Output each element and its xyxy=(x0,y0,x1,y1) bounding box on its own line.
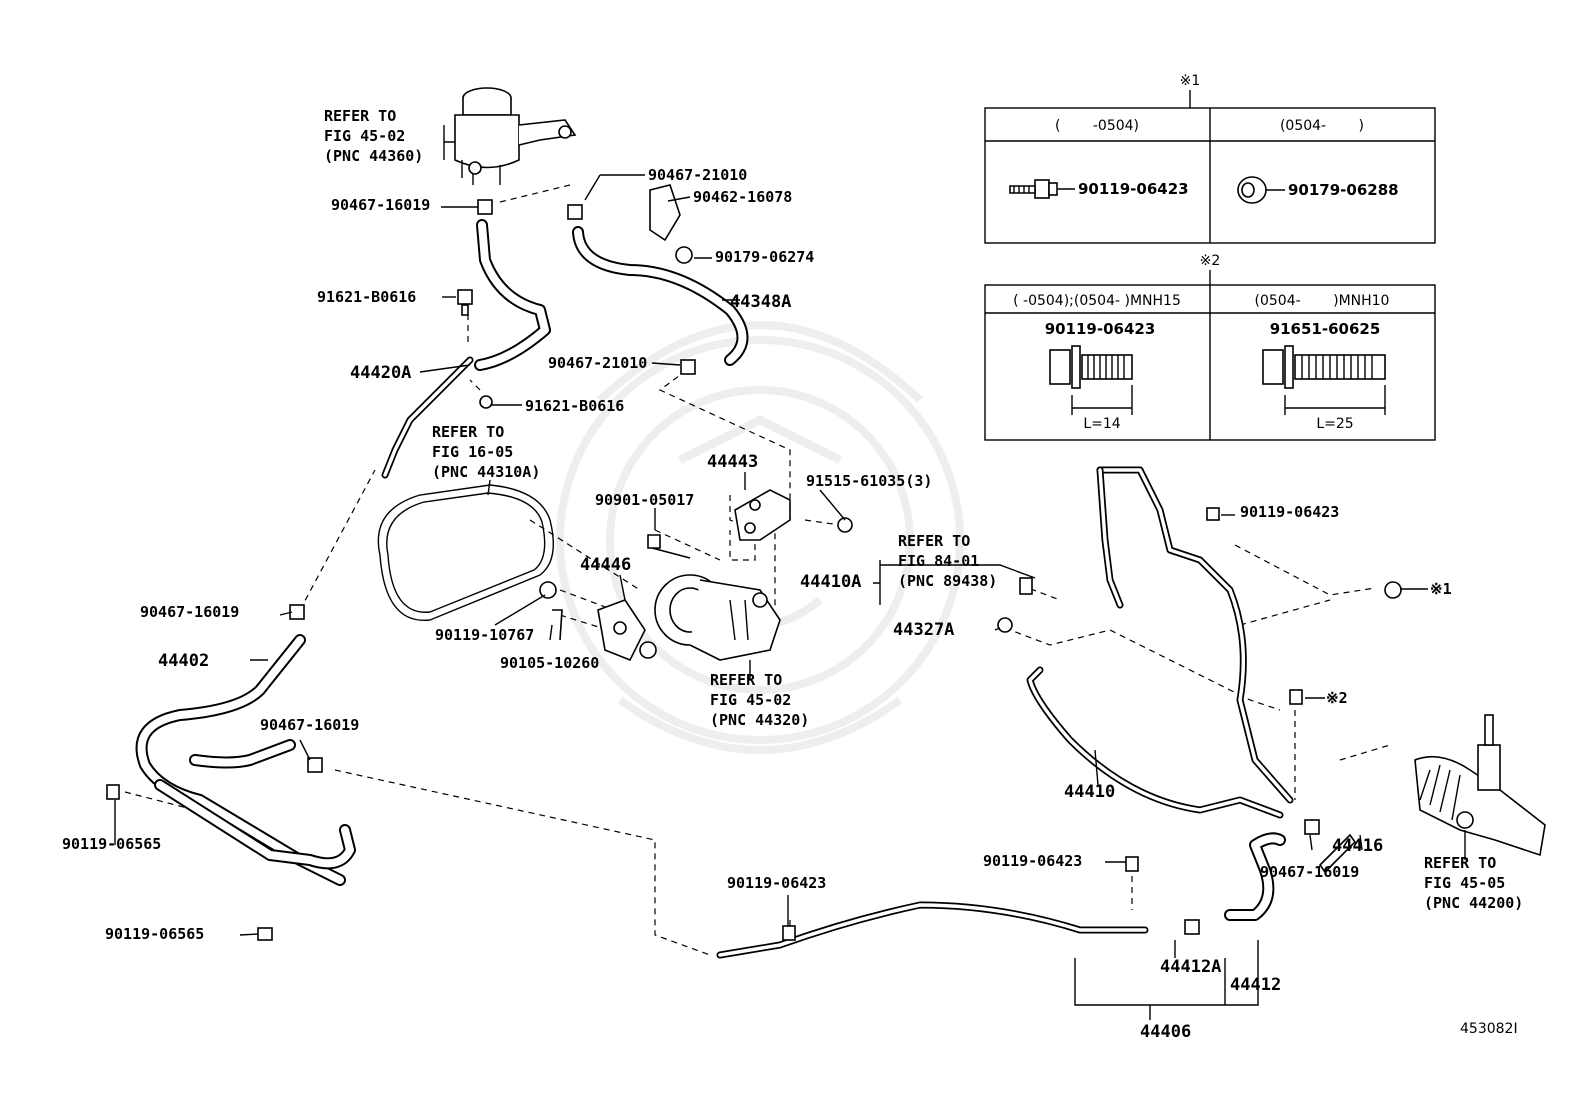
part-90119-06423-bottom: 90119-06423 xyxy=(727,874,826,892)
part-90119-10767: 90119-10767 xyxy=(435,626,534,644)
part-90179-06274: 90179-06274 xyxy=(715,248,814,266)
table-variant-1: ※1 ( -0504) (0504- ) 90119-06423 90179-0… xyxy=(984,73,1436,244)
part-44412: 44412 xyxy=(1230,975,1281,995)
table2-col2-length: L=25 xyxy=(1316,416,1353,432)
refer-fig-45-02-pump: REFER TO FIG 45-02 (PNC 44320) xyxy=(710,671,809,729)
svg-text:FIG 16-05: FIG 16-05 xyxy=(432,443,513,461)
part-90119-06565-upper: 90119-06565 xyxy=(62,835,161,853)
part-44420a: 44420A xyxy=(350,363,411,383)
part-44446: 44446 xyxy=(580,555,631,575)
bolt-short-icon xyxy=(1049,345,1133,389)
part-90467-16019-left: 90467-16019 xyxy=(140,603,239,621)
refer-fig-45-02-reservoir: REFER TO FIG 45-02 (PNC 44360) xyxy=(324,107,423,165)
bolts-and-clamps xyxy=(106,184,1402,941)
watermark-emblem xyxy=(556,321,964,754)
table1-col2-part: 90179-06288 xyxy=(1288,181,1399,199)
table2-col1-part: 90119-06423 xyxy=(1045,320,1156,338)
part-44416: 44416 xyxy=(1332,836,1383,856)
svg-text:(PNC 44320): (PNC 44320) xyxy=(710,711,809,729)
part-44402: 44402 xyxy=(158,651,209,671)
table1-marker: ※1 xyxy=(1180,73,1201,89)
part-44410: 44410 xyxy=(1064,782,1115,802)
pipe-lines xyxy=(381,356,1294,959)
bolt-long-icon xyxy=(1262,345,1386,389)
svg-text:REFER TO: REFER TO xyxy=(432,423,504,441)
drive-belt xyxy=(377,484,554,621)
part-91515-61035: 91515-61035(3) xyxy=(806,472,932,490)
part-90119-06565-lower: 90119-06565 xyxy=(105,925,204,943)
part-44443: 44443 xyxy=(707,452,758,472)
part-90119-06423-mid: 90119-06423 xyxy=(983,852,1082,870)
refer-fig-45-05: REFER TO FIG 45-05 (PNC 44200) xyxy=(1424,854,1523,912)
part-44412a: 44412A xyxy=(1160,957,1221,977)
table2-col2-part: 91651-60625 xyxy=(1270,320,1381,338)
table2-col1-length: L=14 xyxy=(1083,416,1120,432)
diagram-id: 453082I xyxy=(1460,1021,1518,1037)
power-steering-pump xyxy=(639,574,781,661)
part-90462-16078: 90462-16078 xyxy=(693,188,792,206)
svg-text:(PNC 44200): (PNC 44200) xyxy=(1424,894,1523,912)
table2-marker: ※2 xyxy=(1200,253,1221,269)
svg-text:REFER TO: REFER TO xyxy=(898,532,970,550)
part-90467-16019-lower: 90467-16019 xyxy=(260,716,359,734)
table2-col1-header: ( -0504);(0504- )MNH15 xyxy=(1013,293,1181,309)
table1-col1-part: 90119-06423 xyxy=(1078,180,1189,198)
marker-1: ※1 xyxy=(1430,580,1452,598)
part-91621-b0616-mid: 91621-B0616 xyxy=(525,397,624,415)
table1-col1-header: ( -0504) xyxy=(1055,118,1139,134)
marker-2: ※2 xyxy=(1326,689,1348,707)
table-variant-2: ※2 ( -0504);(0504- )MNH15 (0504- )MNH10 … xyxy=(984,253,1436,441)
part-44327a: 44327A xyxy=(893,620,954,640)
svg-text:FIG 45-05: FIG 45-05 xyxy=(1424,874,1505,892)
svg-text:FIG 45-02: FIG 45-02 xyxy=(710,691,791,709)
part-90119-06423-right: 90119-06423 xyxy=(1240,503,1339,521)
reservoir-tank xyxy=(454,87,577,185)
nut-icon xyxy=(1237,176,1267,204)
part-91621-b0616-top: 91621-B0616 xyxy=(317,288,416,306)
part-90467-21010-top: 90467-21010 xyxy=(648,166,747,184)
part-90467-21010-mid: 90467-21010 xyxy=(548,354,647,372)
part-90467-16019-top: 90467-16019 xyxy=(331,196,430,214)
svg-text:(PNC 44310A): (PNC 44310A) xyxy=(432,463,540,481)
part-44348a: 44348A xyxy=(730,292,791,312)
svg-text:FIG 45-02: FIG 45-02 xyxy=(324,127,405,145)
svg-text:REFER TO: REFER TO xyxy=(710,671,782,689)
part-90467-16019-right: 90467-16019 xyxy=(1260,863,1359,881)
pump-bracket xyxy=(734,489,791,541)
part-44406: 44406 xyxy=(1140,1022,1191,1042)
svg-text:REFER TO: REFER TO xyxy=(1424,854,1496,872)
hose-lines xyxy=(135,219,1286,921)
svg-text:(PNC 44360): (PNC 44360) xyxy=(324,147,423,165)
refer-fig-84-01: REFER TO FIG 84-01 (PNC 89438) xyxy=(898,532,997,590)
refer-fig-16-05: REFER TO FIG 16-05 (PNC 44310A) xyxy=(432,423,540,481)
part-90901-05017: 90901-05017 xyxy=(595,491,694,509)
bolt-icon xyxy=(1009,179,1058,199)
part-90105-10260: 90105-10260 xyxy=(500,654,599,672)
table1-col2-header: (0504- ) xyxy=(1280,118,1364,134)
table2-col2-header: (0504- )MNH10 xyxy=(1255,293,1390,309)
leader-lines xyxy=(114,174,1466,1020)
part-44410a: 44410A xyxy=(800,572,861,592)
svg-text:REFER TO: REFER TO xyxy=(324,107,396,125)
pump-plate xyxy=(597,599,646,662)
svg-text:FIG 84-01: FIG 84-01 xyxy=(898,552,979,570)
steering-gear xyxy=(1414,714,1546,857)
svg-text:(PNC 89438): (PNC 89438) xyxy=(898,572,997,590)
